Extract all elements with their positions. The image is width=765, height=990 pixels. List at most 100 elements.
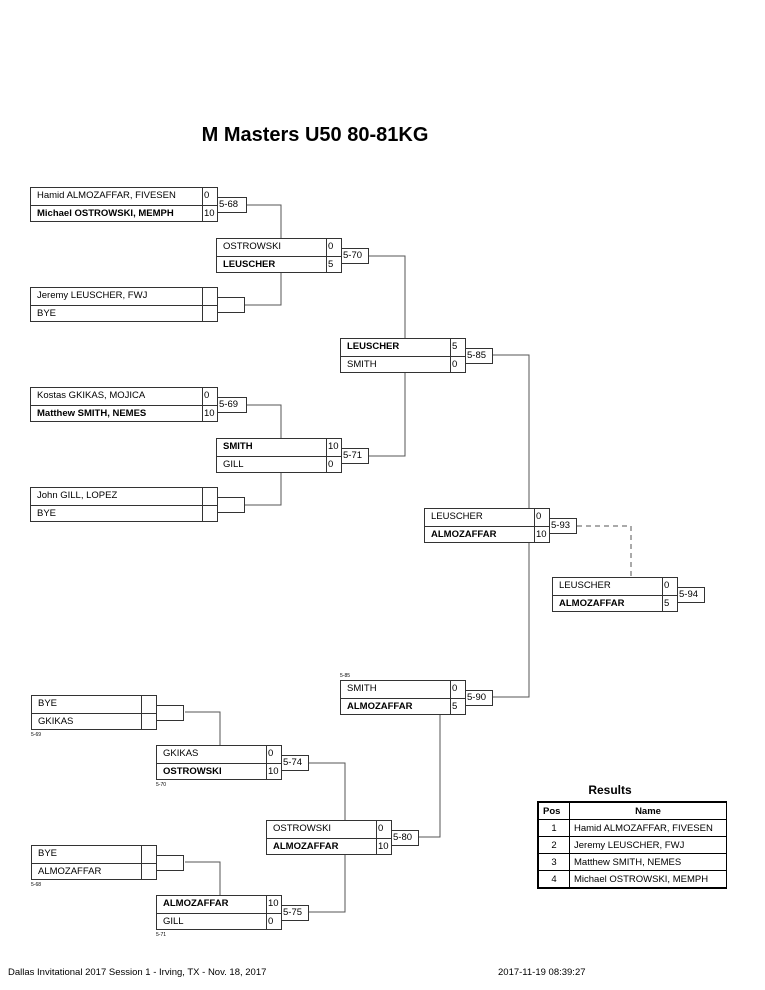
competitor-name: OSTROWSKI [223, 241, 282, 252]
competitor-name: ALMOZAFFAR [559, 597, 625, 609]
page-title: M Masters U50 80-81KG [201, 124, 429, 146]
match-number [217, 497, 245, 513]
competitor-row: ALMOZAFFAR 5 [341, 697, 465, 715]
competitor-score [202, 505, 217, 522]
competitor-score [141, 696, 156, 713]
competitor-name: OSTROWSKI [163, 765, 222, 777]
competitor-row: ALMOZAFFAR 10 [267, 837, 391, 855]
footer-event: Dallas Invitational 2017 Session 1 - Irv… [8, 967, 267, 978]
competitor-row: SMITH 0 [341, 681, 465, 698]
match-box[interactable]: BYE GKIKAS [31, 695, 157, 730]
competitor-name: LEUSCHER [347, 341, 400, 352]
competitor-name: Michael OSTROWSKI, MEMPH [37, 207, 174, 219]
match-number: 5-68 [217, 197, 247, 213]
pos: 4 [537, 870, 570, 889]
bracket-connector [247, 204, 282, 238]
bracket-connector [185, 861, 221, 895]
competitor-score: 0 [662, 578, 677, 595]
match-number: 5-80 [391, 830, 419, 846]
match-number: 5-85 [465, 348, 493, 364]
bracket-connector [493, 543, 530, 698]
competitor-score [202, 288, 217, 305]
competitor-name: ALMOZAFFAR [431, 528, 497, 540]
competitor-score: 0 [450, 681, 465, 698]
bracket-connector [309, 854, 346, 913]
bracket-connector [245, 272, 282, 306]
competitor-row: ALMOZAFFAR 10 [157, 896, 281, 913]
competitor-row: OSTROWSKI 0 [217, 239, 341, 256]
competitor-name: ALMOZAFFAR [163, 898, 229, 909]
source-match-ref: 5-70 [156, 782, 167, 788]
results-title: Results [588, 783, 632, 797]
bracket-connector [245, 472, 282, 506]
competitor-row: BYE [31, 304, 217, 322]
competitor-score: 0 [326, 239, 341, 256]
competitor-name: BYE [38, 698, 58, 709]
competitor-score: 5 [662, 595, 677, 612]
competitor-score [141, 713, 156, 730]
competitor-score: 10 [266, 896, 281, 913]
match-number: 5-70 [341, 248, 369, 264]
footer-timestamp: 2017-11-19 08:39:27 [498, 967, 586, 978]
competitor-row: GKIKAS 0 [157, 746, 281, 763]
competitor-name: LEUSCHER [559, 580, 611, 591]
competitor-name: SMITH [223, 441, 253, 452]
header-name: Name [569, 801, 727, 820]
competitor-name: GILL [163, 915, 184, 927]
competitor-name: ALMOZAFFAR [273, 840, 339, 852]
bracket-connector [369, 372, 406, 457]
competitor-name: ALMOZAFFAR [347, 700, 413, 712]
competitor-name: Matthew SMITH, NEMES [37, 407, 147, 419]
name: Hamid ALMOZAFFAR, FIVESEN [569, 819, 727, 837]
competitor-row: ALMOZAFFAR 5 [553, 594, 677, 612]
competitor-row: LEUSCHER 0 [553, 578, 677, 595]
competitor-name: GKIKAS [38, 715, 74, 727]
competitor-score [202, 305, 217, 322]
competitor-row: BYE [31, 504, 217, 522]
name: Matthew SMITH, NEMES [569, 853, 727, 871]
competitor-score: 10 [376, 838, 391, 855]
competitor-name: LEUSCHER [223, 258, 276, 270]
bracket-connector [309, 762, 346, 820]
match-number [217, 297, 245, 313]
match-number: 5-69 [217, 397, 247, 413]
competitor-score: 5 [450, 698, 465, 715]
competitor-score: 10 [534, 526, 549, 543]
competitor-name: GILL [223, 458, 244, 470]
match-number: 5-93 [549, 518, 577, 534]
competitor-name: SMITH [347, 683, 377, 694]
competitor-name: GKIKAS [163, 748, 199, 759]
name: Jeremy LEUSCHER, FWJ [569, 836, 727, 854]
match-number [156, 705, 184, 721]
competitor-score: 0 [534, 509, 549, 526]
competitor-score: 0 [266, 746, 281, 763]
